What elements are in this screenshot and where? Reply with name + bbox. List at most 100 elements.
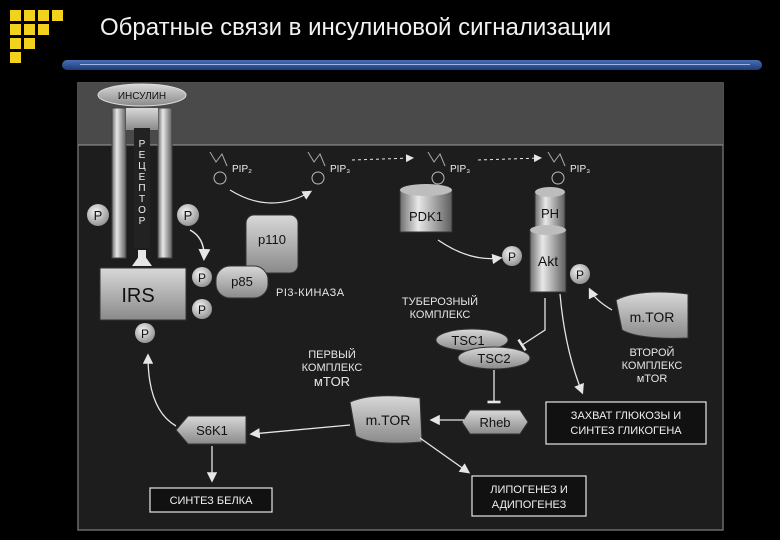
arrow [419,437,471,474]
logo-square [52,10,63,21]
receptor [111,107,173,259]
lipo-box [471,475,587,517]
pi3k-label: PI3-КИНАЗА [276,287,345,299]
logo-square [24,38,35,49]
akt-cylinder [529,229,567,293]
rheb-label: Rheb [479,415,510,430]
lipid-tail [427,151,446,167]
lipo-label: АДИПОГЕНЕЗ [492,499,567,511]
p85-box [215,265,269,299]
receptor-letter: Т [139,194,145,205]
tsc2-label: TSC2 [477,351,510,366]
inositol-head [431,171,445,185]
mtor2-label: m.TOR [630,309,675,325]
receptor-letter: Ц [138,161,146,172]
receptor-label-strip [134,128,150,248]
p85-label: p85 [231,274,253,289]
title-underline [80,64,750,65]
phospho-akt [502,246,522,266]
logo-square [10,38,21,49]
first-complex-label: ПЕРВЫЙ [308,348,356,361]
akt-label: Akt [538,253,558,269]
inositol-head [213,171,227,185]
slide-title: Обратные связи в инсулиновой сигнализаци… [100,14,612,41]
pip2-label: PIP₂ [232,164,252,175]
title-bar [62,60,762,70]
arrow [559,293,584,395]
pip-group: PIP₂ PIP₃ PIP₃ PIP₃ [209,151,590,185]
protein-box [149,487,273,513]
lipid-tail [547,151,566,167]
second-complex-label: ВТОРОЙ [630,346,675,359]
insulin-label: ИНСУЛИН [118,91,166,102]
pdk1-cylinder [399,189,453,233]
mtor2-shape [615,291,689,339]
phospho-receptor-left [87,204,109,226]
irs-box [99,267,187,321]
rheb-shape [461,409,529,435]
glucose-box [545,401,707,445]
logo-square [24,24,35,35]
phospho-akt [570,264,590,284]
receptor-column [111,107,127,259]
first-complex-label: мTOR [314,374,350,389]
first-complex-label: КОМПЛЕКС [302,362,363,374]
receptor-letter: Р [139,216,146,227]
pip3-label: PIP₃ [330,164,350,175]
receptor-top [126,108,158,130]
irs-label: IRS [121,285,154,307]
lipid-tail [307,151,326,167]
phospho-label: P [94,208,103,223]
tsc-complex-label: КОМПЛЕКС [410,309,471,321]
mtor-shape [349,395,423,444]
second-complex-label: мTOR [637,373,668,385]
phospho-label: P [508,250,516,264]
s6k1-shape [175,415,247,445]
phospho-irs [135,323,155,343]
arrow-head [132,252,152,266]
pip3-label: PIP₃ [570,164,590,175]
diagram-panel [77,82,724,531]
inositol-head [551,171,565,185]
phospho-label: P [184,208,193,223]
arrow [437,239,503,265]
arrow [189,229,211,261]
arrow [249,424,351,439]
glucose-label: СИНТЕЗ ГЛИКОГЕНА [570,425,682,437]
receptor-letter: Е [139,150,146,161]
lipo-label: ЛИПОГЕНЕЗ И [490,484,568,496]
pip3-label: PIP₃ [450,164,470,175]
mtor-label: m.TOR [366,412,411,428]
phospho-receptor-right [177,204,199,226]
feedback-arrow [142,353,177,427]
arrow [588,287,613,311]
pdk1-label: PDK1 [409,209,443,224]
s6k1-label: S6K1 [196,423,228,438]
insulin-node [97,83,187,107]
phospho-irs [192,267,212,287]
logo-square [24,10,35,21]
receptor-column [157,107,173,259]
logo-square [10,10,21,21]
logo-square [38,10,49,21]
phospho-label: P [198,303,206,317]
lipid-tail [209,151,228,167]
glucose-label: ЗАХВАТ ГЛЮКОЗЫ И [571,410,681,422]
akt-top [530,225,566,235]
logo-square [10,24,21,35]
dashed-arrow [477,154,542,163]
inhibition-line [517,298,546,352]
tsc1-label: TSC1 [451,333,484,348]
phospho-label: P [141,327,149,341]
phospho-label: P [198,271,206,285]
ph-label: PH [541,206,559,221]
receptor-letter: О [138,205,146,216]
protein-label: СИНТЕЗ БЕЛКА [170,495,253,507]
phospho-label: P [576,268,584,282]
p110-box [245,214,299,274]
receptor-letter: Р [139,139,146,150]
receptor-letter: Е [139,172,146,183]
receptor-letter: П [138,183,145,194]
tsc2-node [457,346,531,370]
